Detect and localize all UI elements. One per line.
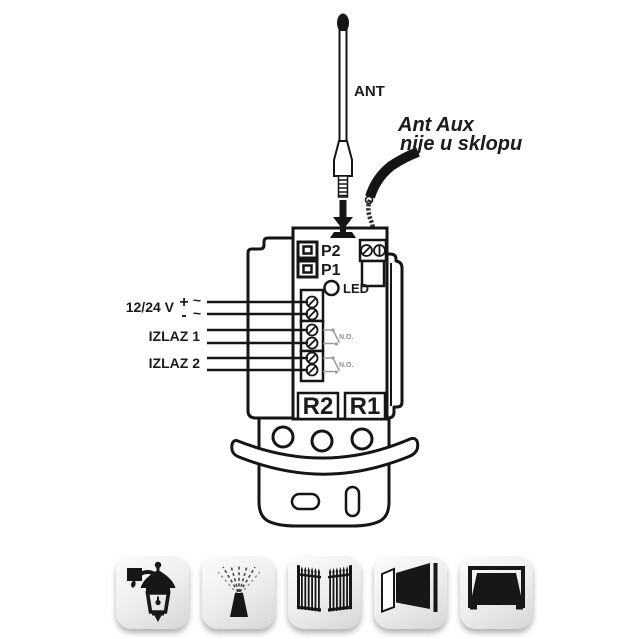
power-label: 12/24 V	[126, 299, 175, 315]
relay-r1-label: R1	[350, 393, 381, 420]
relay-r1-box	[343, 391, 387, 421]
antenna-shaft	[338, 29, 348, 142]
jumper-p2	[296, 240, 319, 260]
aux-antenna-cable	[364, 147, 420, 242]
jumper-p1-label: P1	[321, 262, 341, 279]
output2-label: IZLAZ 2	[149, 355, 201, 371]
relay1-contact-symbol: N.O.	[323, 328, 353, 346]
field-wires	[207, 300, 308, 372]
insert-arrow	[333, 200, 353, 230]
relay2-contact-symbol: N.O.	[323, 356, 353, 374]
bracket-hole-right	[350, 427, 374, 451]
aux-note-line1: Ant Aux	[397, 114, 475, 136]
mounting-bracket	[230, 408, 420, 528]
power-ac-bottom-sign: ~	[193, 305, 201, 321]
bracket-hole-left	[271, 425, 295, 449]
antenna	[333, 13, 353, 198]
diagram-canvas: ANT Ant Aux nije u sklopu	[126, 13, 522, 528]
swing-gate-icon	[288, 555, 361, 629]
bracket-strap	[230, 436, 420, 476]
jumper-p2-label: P2	[321, 243, 341, 260]
power-ac-top-sign: ~	[193, 292, 201, 308]
relay-r2-label: R2	[303, 393, 334, 420]
bracket-slot-horizontal	[290, 492, 321, 511]
led-label: LED	[343, 281, 369, 296]
power-minus-sign: -	[181, 307, 186, 324]
aux-note-line2: nije u sklopu	[400, 133, 522, 155]
antenna-input-pad	[330, 226, 356, 238]
antenna-base	[333, 140, 353, 177]
terminal-screws	[305, 295, 319, 377]
output1-label: IZLAZ 1	[149, 328, 201, 344]
aux-cable-braid	[366, 199, 376, 242]
aux-cable-jacket	[365, 147, 420, 199]
power-plus-sign: +	[179, 294, 188, 311]
antenna-label: ANT	[354, 83, 385, 100]
relay-r2-box	[296, 391, 340, 421]
garden-lamp-icon	[116, 555, 189, 629]
bracket-slot-vertical	[344, 485, 361, 518]
aux-antenna-terminal	[358, 238, 388, 288]
jumper-p1	[296, 259, 319, 279]
led-indicator	[323, 279, 340, 297]
terminal-lower-block	[360, 259, 386, 288]
garage-door-icon	[460, 555, 533, 629]
relay1-contact-label: N.O.	[339, 334, 353, 341]
sprinkler-icon	[202, 555, 275, 629]
antenna-thread	[337, 175, 349, 198]
antenna-tip	[337, 13, 349, 33]
entry-door-icon	[374, 555, 447, 629]
bracket-hole-center	[310, 429, 334, 453]
aux-note: Ant Aux nije u sklopu	[397, 114, 522, 155]
relay2-contact-label: N.O.	[339, 362, 353, 369]
terminal-block	[299, 288, 325, 383]
